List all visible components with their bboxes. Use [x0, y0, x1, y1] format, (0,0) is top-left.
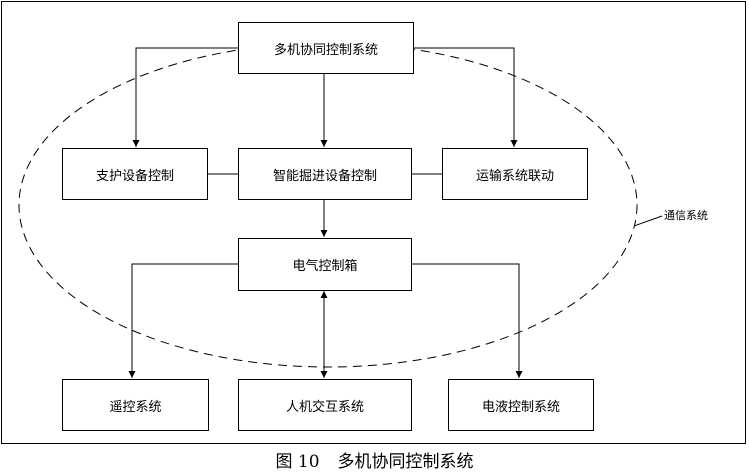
node-label: 运输系统联动: [475, 168, 554, 184]
caption-figure-number: 图 10: [275, 452, 320, 472]
edge-cabinet-hydraulic: [412, 263, 523, 378]
edge-top-transport: [414, 47, 518, 147]
edge-top-support: [132, 47, 238, 147]
node-multi-machine-control: 多机协同控制系统: [238, 22, 414, 74]
node-label: 智能掘进设备控制: [272, 168, 377, 184]
caption-title: 多机协同控制系统: [337, 452, 474, 472]
node-label: 电液控制系统: [481, 399, 560, 415]
ellipse-label-leader: [633, 215, 663, 227]
diagram-canvas: [18, 42, 663, 378]
edge-cabinet-remote: [128, 263, 238, 378]
node-support-equipment-control: 支护设备控制: [62, 148, 208, 200]
node-electrical-cabinet: 电气控制箱: [238, 238, 412, 291]
node-transport-linkage: 运输系统联动: [442, 148, 588, 200]
ellipse-label: 通信系统: [664, 209, 708, 222]
node-label: 遥控系统: [109, 399, 162, 415]
node-electro-hydraulic-control: 电液控制系统: [448, 379, 594, 431]
figure-frame: 多机协同控制系统 支护设备控制 智能掘进设备控制 运输系统联动 电气控制箱 遥控…: [1, 1, 746, 444]
communication-ellipse: [18, 42, 638, 368]
node-label: 多机协同控制系统: [273, 42, 378, 58]
node-label: 人机交互系统: [285, 399, 364, 415]
node-intelligent-tunneling-control: 智能掘进设备控制: [238, 148, 412, 200]
node-remote-control: 遥控系统: [62, 379, 209, 431]
figure-caption: 图 10 多机协同控制系统: [0, 447, 749, 472]
node-label: 支护设备控制: [95, 168, 174, 184]
node-label: 电气控制箱: [292, 259, 358, 274]
node-human-machine-interaction: 人机交互系统: [238, 379, 412, 431]
